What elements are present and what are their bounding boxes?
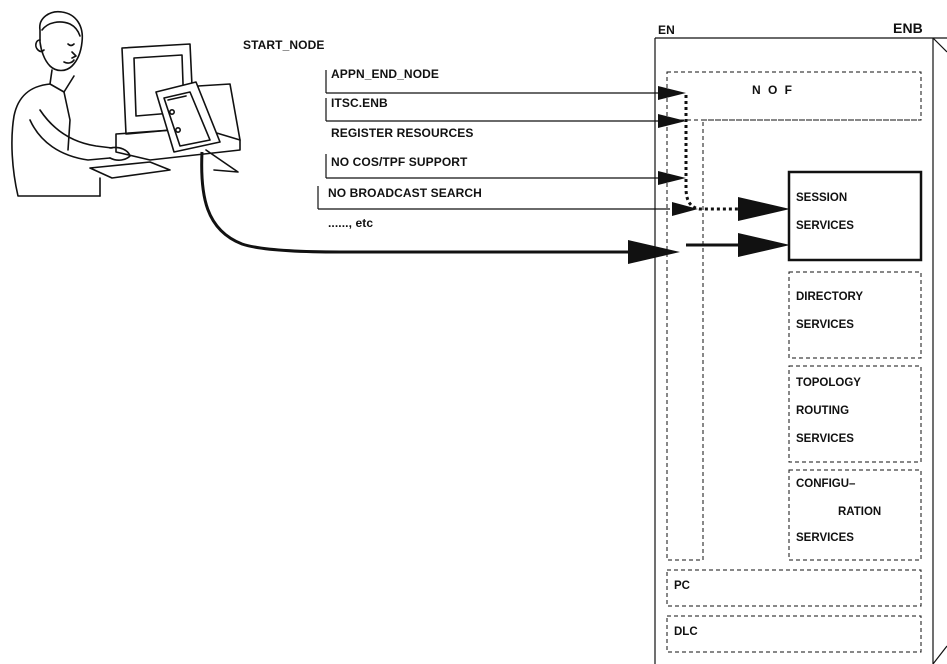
nof-to-session-dotted-arrow: [686, 95, 790, 221]
dlc-label: DLC: [674, 626, 698, 638]
configuration-services-line3: SERVICES: [796, 532, 854, 544]
operator-illustration-icon: [12, 12, 240, 196]
directory-services-line1: DIRECTORY: [796, 291, 863, 303]
dashed-boxes: [667, 72, 921, 652]
session-services-line2: SERVICES: [796, 220, 854, 232]
param-appn-end-node: APPN_END_NODE: [331, 67, 439, 81]
parameter-arrowheads: [658, 86, 698, 216]
param-no-broadcast-search: NO BROADCAST SEARCH: [328, 186, 482, 200]
topology-services-line1: TOPOLOGY: [796, 377, 861, 389]
start-node-command: START_NODE: [243, 38, 324, 52]
session-services-box: [789, 172, 921, 260]
session-services-line1: SESSION: [796, 192, 847, 204]
param-etc: ......, etc: [328, 216, 373, 230]
nof-label: N O F: [752, 83, 794, 97]
configuration-services-line1: CONFIGU–: [796, 478, 855, 490]
pc-label: PC: [674, 580, 690, 592]
topology-services-line2: ROUTING: [796, 405, 849, 417]
enb-label: ENB: [893, 20, 923, 36]
param-no-cos-tpf: NO COS/TPF SUPPORT: [331, 155, 467, 169]
param-itsc-enb: ITSC.ENB: [331, 96, 388, 110]
en-label: EN: [658, 23, 675, 37]
topology-services-line3: SERVICES: [796, 433, 854, 445]
directory-services-line2: SERVICES: [796, 319, 854, 331]
param-register-resources: REGISTER RESOURCES: [331, 126, 474, 140]
configuration-services-line2: RATION: [838, 506, 881, 518]
